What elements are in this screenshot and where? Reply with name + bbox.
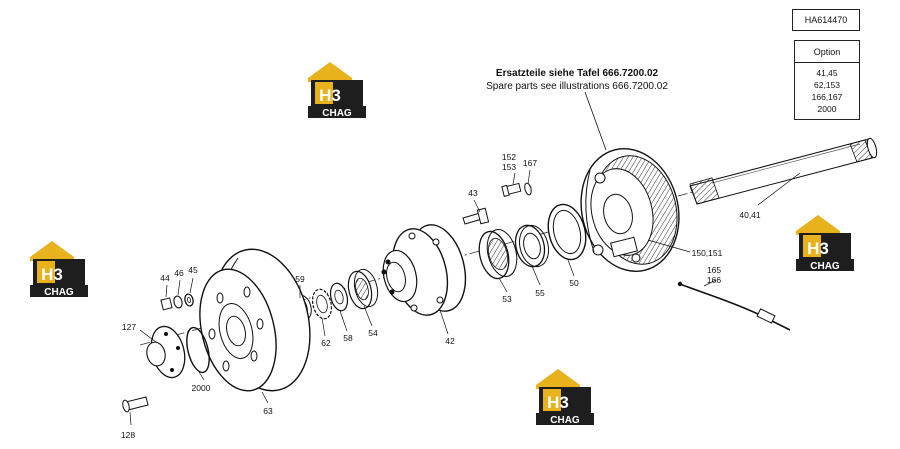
spare-parts-note: Ersatzteile siehe Tafel 666.7200.02 Spar… [462, 67, 692, 93]
document-number-box: HA614470 [792, 9, 860, 31]
bearing-54 [347, 268, 379, 310]
bearing-53 [478, 228, 518, 280]
option-item: 62,153 [814, 80, 840, 90]
logo-mark: H3 [807, 239, 829, 258]
callout-167: 167 [523, 158, 537, 168]
callout-55: 55 [535, 288, 545, 298]
bolt-152-153 [501, 182, 522, 197]
callout-43: 43 [468, 188, 478, 198]
seal-ring-50 [547, 203, 587, 261]
callout-42: 42 [445, 336, 455, 346]
logo-mark: H3 [547, 393, 569, 412]
callout-53: 53 [502, 294, 512, 304]
logo-text: CHAG [810, 261, 840, 272]
washer-58 [329, 282, 349, 312]
callout-40-41: 40,41 [739, 210, 761, 220]
callout-54: 54 [368, 328, 378, 338]
brake-drum-63 [199, 248, 311, 392]
callout-50: 50 [569, 278, 579, 288]
callout-44: 44 [160, 273, 170, 283]
option-header: Option [795, 41, 859, 63]
option-list: 41,45 62,153 166,167 2000 [795, 63, 859, 115]
callout-153: 153 [502, 162, 516, 172]
lock-washer-62 [311, 288, 333, 320]
note-german: Ersatzteile siehe Tafel 666.7200.02 [495, 68, 659, 79]
callout-128: 128 [121, 430, 135, 440]
wheel-hub-42 [381, 224, 467, 316]
brake-backing-plate [580, 148, 680, 272]
callout-labels: 152 153 167 43 40,41 150,151 165 166 44 … [121, 152, 761, 440]
hub-cap-127 [146, 325, 186, 379]
axle-shaft [689, 137, 878, 205]
speedometer-cable-165-166 [677, 281, 791, 331]
washer-167 [524, 182, 532, 196]
logo-text: CHAG [550, 415, 580, 426]
chag-logo-bottom: H3 CHAG [536, 369, 594, 426]
callout-2000: 2000 [192, 383, 211, 393]
note-leader [584, 91, 607, 151]
bolt-43 [462, 207, 490, 225]
option-table: Option 41,45 62,153 166,167 2000 [794, 40, 860, 120]
callout-59: 59 [295, 274, 305, 284]
washer-46 [173, 295, 183, 309]
option-item: 2000 [817, 104, 837, 114]
wheel-nut-44 [160, 297, 173, 311]
callout-152: 152 [502, 152, 516, 162]
callout-45: 45 [188, 265, 198, 275]
option-item: 41,45 [816, 68, 838, 78]
logo-mark: H3 [41, 265, 63, 284]
chag-logo-right: H3 CHAG [796, 215, 854, 272]
callout-62: 62 [321, 338, 331, 348]
callout-165: 165 [707, 265, 721, 275]
chag-logo-top: H3 CHAG [308, 62, 366, 119]
logo-mark: H3 [319, 86, 341, 105]
logo-text: CHAG [322, 108, 352, 119]
leader-lines [129, 169, 801, 426]
washer-45 [184, 293, 194, 307]
bearing-55 [514, 224, 550, 268]
callout-166: 166 [707, 275, 721, 285]
document-number: HA614470 [804, 15, 848, 25]
wheel-bolt-128 [122, 396, 149, 413]
callout-46: 46 [174, 268, 184, 278]
callout-58: 58 [343, 333, 353, 343]
chag-logo-left: H3 CHAG [30, 241, 88, 298]
note-english: Spare parts see illustrations 666.7200.0… [486, 81, 668, 92]
callout-127: 127 [122, 322, 136, 332]
o-ring-2000 [186, 326, 210, 374]
callout-63: 63 [263, 406, 273, 416]
option-item: 166,167 [811, 92, 843, 102]
callout-150-151: 150,151 [692, 248, 723, 258]
logo-text: CHAG [44, 287, 74, 298]
